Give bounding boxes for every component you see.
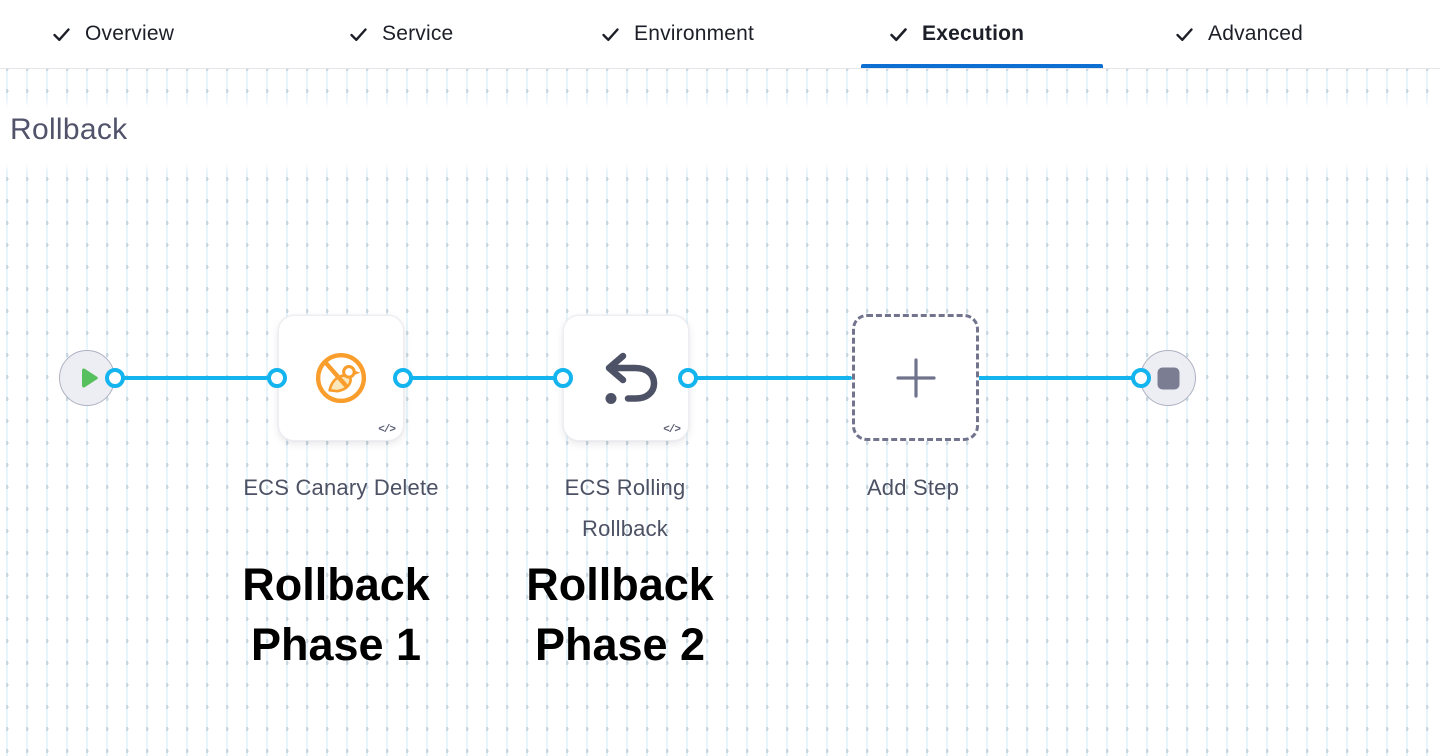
tab-label: Advanced: [1208, 22, 1304, 45]
code-badge-icon: </>: [378, 424, 396, 436]
connector-port[interactable]: [553, 368, 573, 388]
edge-addstep-to-end: [977, 376, 1141, 380]
step-card-ecs-rolling-rollback[interactable]: </>: [563, 315, 689, 441]
annotation-rollback-phase-1: Rollback Phase 1: [242, 559, 430, 670]
connector-port[interactable]: [678, 368, 698, 388]
connector-port[interactable]: [1131, 368, 1151, 388]
edge-step1-to-step2: [403, 376, 563, 380]
tab-overview[interactable]: Overview: [51, 0, 174, 68]
connector-port[interactable]: [393, 368, 413, 388]
check-icon: [1174, 24, 1195, 45]
tab-label: Service: [382, 22, 454, 45]
end-node: [1140, 350, 1196, 406]
tab-service[interactable]: Service: [348, 0, 453, 68]
tab-label: Overview: [85, 22, 175, 45]
check-icon: [888, 24, 909, 45]
add-step-label: Add Step: [866, 475, 960, 500]
setup-tabs-bar: Overview Service Environment Execution A…: [0, 0, 1440, 69]
step-card-ecs-canary-delete[interactable]: </>: [278, 315, 404, 441]
stop-icon: [1157, 367, 1179, 389]
plus-icon: [895, 357, 936, 398]
edge-step2-to-addstep: [688, 376, 852, 380]
tab-label: Execution: [922, 22, 1025, 45]
tab-environment[interactable]: Environment: [600, 0, 754, 68]
tab-label: Environment: [634, 22, 755, 45]
pipeline-canvas[interactable]: Rollback </> </>: [0, 69, 1440, 756]
check-icon: [348, 24, 369, 45]
tab-execution[interactable]: Execution: [861, 0, 1103, 68]
play-icon: [81, 368, 98, 388]
check-icon: [600, 24, 621, 45]
tab-advanced[interactable]: Advanced: [1174, 0, 1303, 68]
annotation-rollback-phase-2: Rollback Phase 2: [526, 559, 714, 670]
step-name-ecs-rolling-rollback: ECS Rolling Rollback: [564, 475, 686, 541]
add-step-button[interactable]: [852, 314, 979, 441]
code-badge-icon: </>: [663, 424, 681, 436]
section-title: Rollback: [10, 113, 128, 146]
active-tab-indicator: [861, 64, 1103, 68]
check-icon: [51, 24, 72, 45]
ecs-rolling-rollback-icon: [605, 352, 658, 404]
connector-port[interactable]: [105, 368, 125, 388]
edge-start-to-step1: [115, 376, 277, 380]
step-name-ecs-canary-delete: ECS Canary Delete: [243, 475, 439, 500]
connector-port[interactable]: [267, 368, 287, 388]
ecs-canary-delete-icon: [315, 352, 367, 404]
